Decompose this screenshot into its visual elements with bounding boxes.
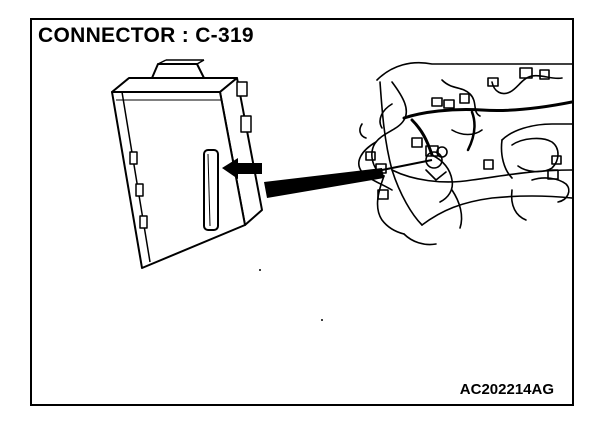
pointer-arrow	[264, 168, 384, 198]
connector-location-arrow-icon	[222, 158, 262, 179]
speck	[259, 269, 261, 271]
diagram-frame: CONNECTOR : C-319	[30, 18, 574, 406]
connector-slot	[203, 149, 219, 231]
connector-illustration	[111, 59, 572, 321]
speck	[321, 319, 323, 321]
figure-reference-code: AC202214AG	[459, 381, 554, 398]
diagram-title: CONNECTOR : C-319	[38, 24, 254, 47]
dashboard-wiring-harness	[358, 61, 572, 246]
